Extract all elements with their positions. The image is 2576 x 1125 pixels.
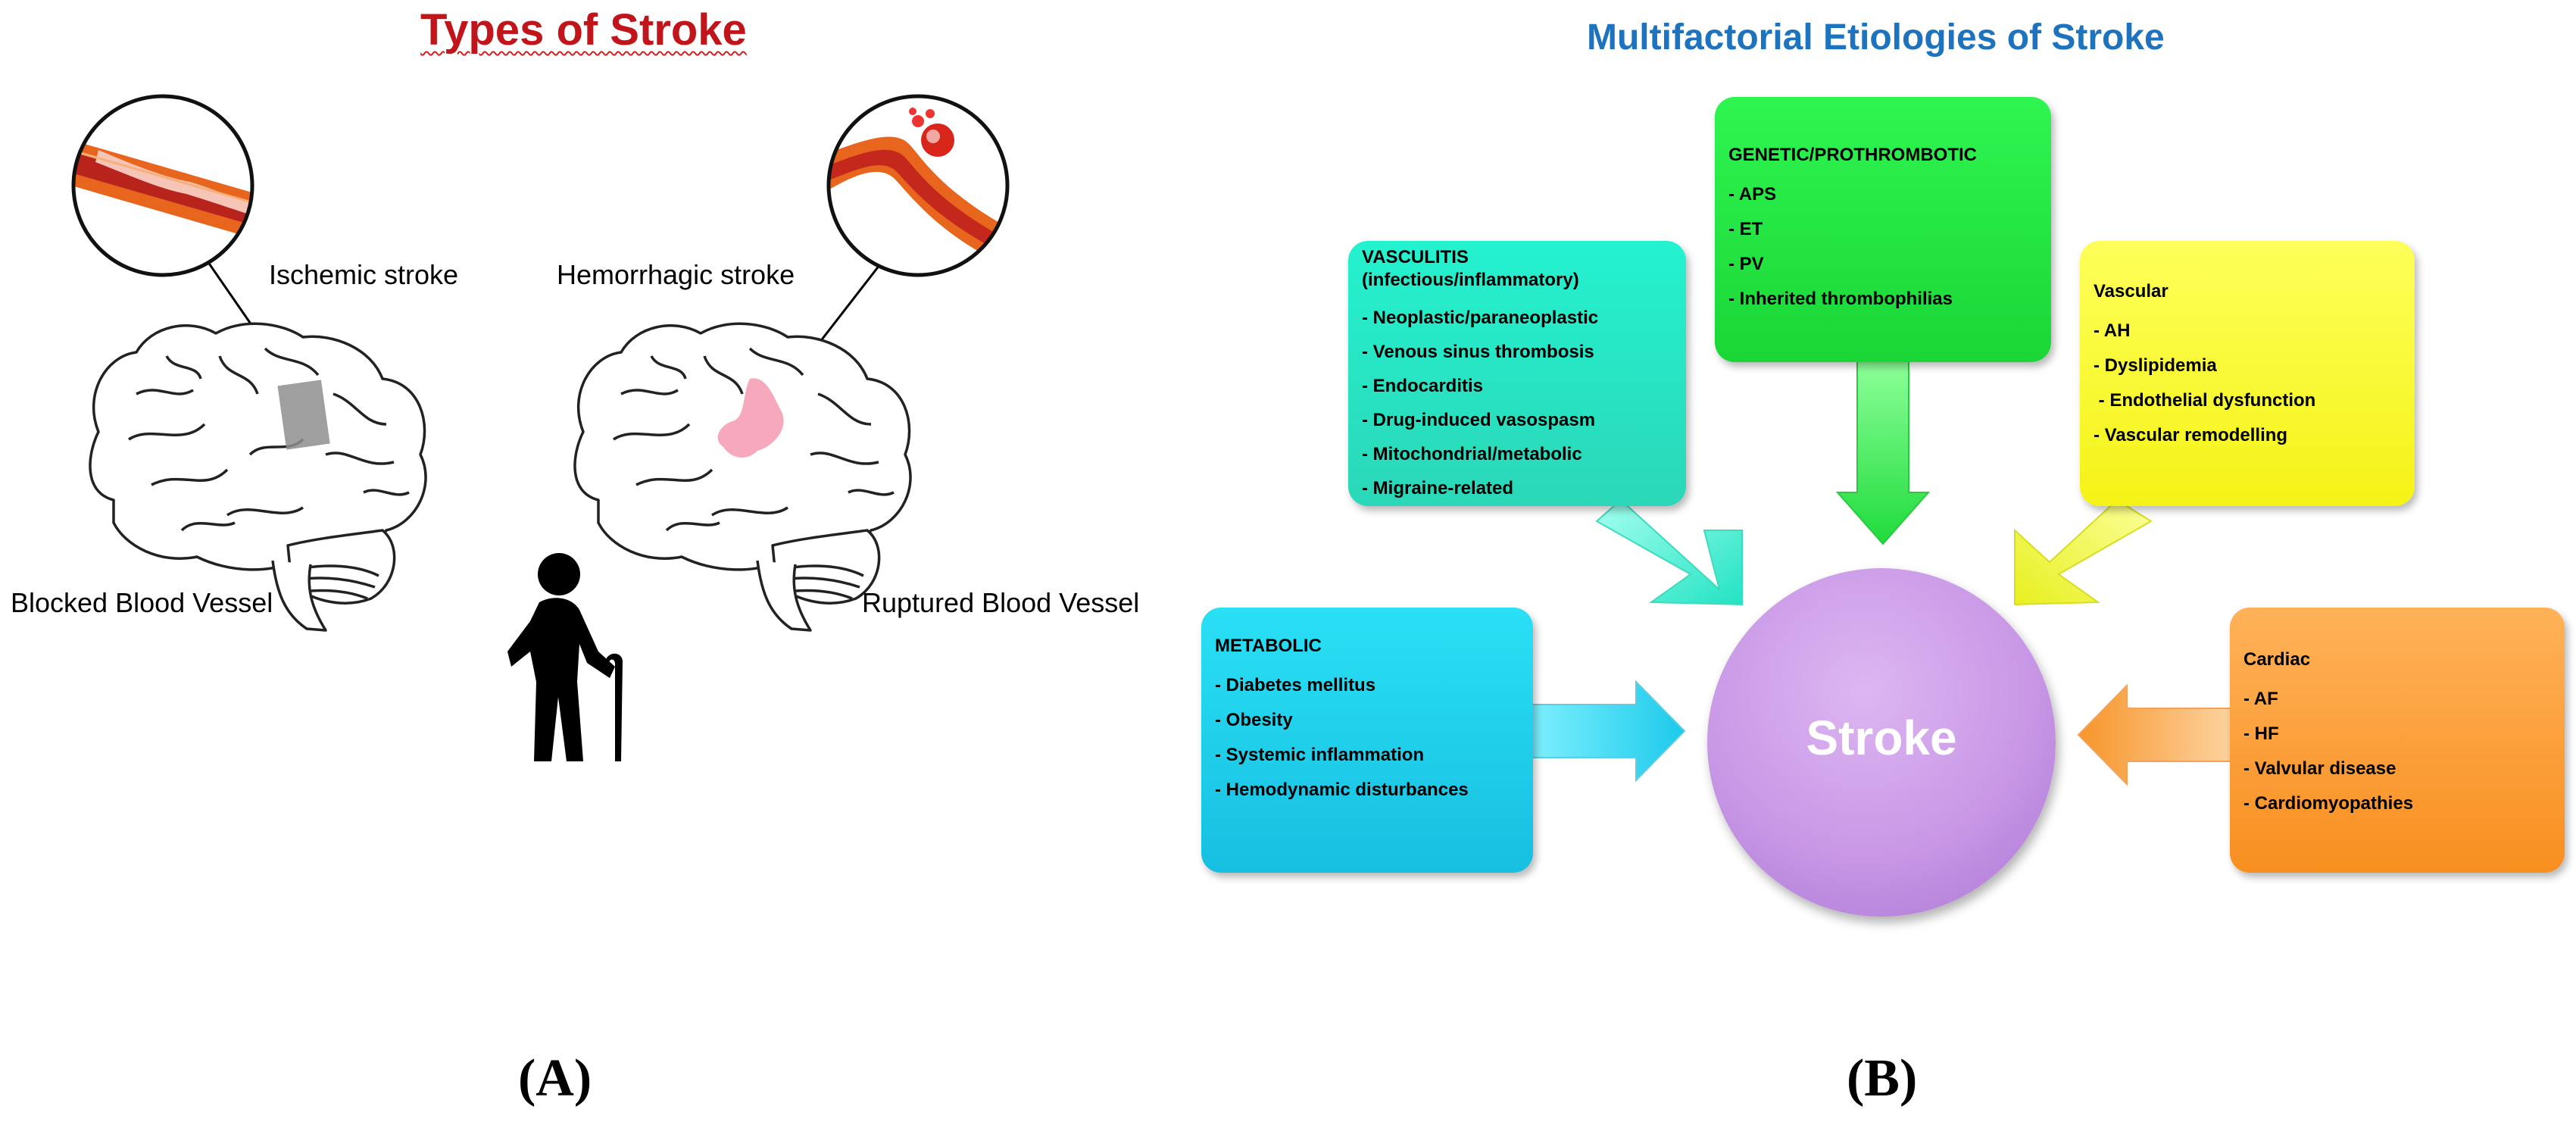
vasculitis-item: - Migraine-related — [1362, 478, 1514, 498]
genetic-item: - PV — [1728, 254, 1764, 274]
vasculitis-item: - Neoplastic/paraneoplastic — [1362, 308, 1599, 328]
vascular-item: - Dyslipidemia — [2094, 355, 2217, 376]
genetic-arrow — [1835, 360, 1931, 545]
stroke-center-node: Stroke — [1707, 568, 2056, 917]
cardiac-item: - AF — [2243, 689, 2278, 709]
metabolic-item: - Diabetes mellitus — [1215, 675, 1376, 695]
metabolic-box: METABOLIC - Diabetes mellitus - Obesity … — [1201, 608, 1533, 873]
vasculitis-item: - Endocarditis — [1362, 376, 1484, 396]
elderly-person-icon — [507, 553, 623, 761]
vasculitis-subheading-text: (infectious/inflammatory) — [1362, 270, 1579, 290]
caption-b: (B) — [1847, 1049, 1918, 1108]
genetic-item: - ET — [1728, 219, 1763, 239]
vascular-heading: Vascular — [2094, 281, 2169, 302]
cardiac-box: Cardiac - AF - HF - Valvular disease - C… — [2230, 608, 2565, 873]
metabolic-arrow — [1529, 680, 1686, 783]
vascular-item: - AH — [2094, 320, 2131, 341]
vascular-item: - Vascular remodelling — [2094, 425, 2288, 445]
ischemic-brain-icon — [89, 322, 427, 632]
hemorrhagic-brain-icon — [573, 322, 912, 632]
metabolic-item: - Obesity — [1215, 710, 1293, 730]
vasculitis-item: - Venous sinus thrombosis — [1362, 342, 1594, 362]
genetic-heading: GENETIC/PROTHROMBOTIC — [1728, 145, 1977, 165]
cardiac-item: - Cardiomyopathies — [2243, 793, 2414, 814]
metabolic-item: - Systemic inflammation — [1215, 745, 1425, 765]
panel-b-title: Multifactorial Etiologies of Stroke — [1587, 17, 2165, 58]
blocked-vessel-magnifier-icon — [71, 94, 254, 277]
panel-a-title-text: Types of Stroke — [420, 5, 747, 55]
vasculitis-arrow — [1595, 498, 1743, 606]
vasculitis-heading: VASCULITIS (infectious/inflammatory) — [1362, 246, 1672, 292]
vasculitis-item: - Mitochondrial/metabolic — [1362, 444, 1582, 464]
vasculitis-item: - Drug-induced vasospasm — [1362, 410, 1596, 430]
cardiac-arrow — [2077, 683, 2234, 786]
metabolic-heading: METABOLIC — [1215, 636, 1322, 656]
ruptured-blood-vessel-label: Ruptured Blood Vessel — [862, 587, 1140, 618]
ischemic-stroke-label: Ischemic stroke — [269, 259, 459, 290]
caption-a: (A) — [518, 1049, 592, 1108]
vasculitis-box: VASCULITIS (infectious/inflammatory) - N… — [1348, 241, 1686, 506]
genetic-item: - APS — [1728, 184, 1777, 205]
metabolic-item: - Hemodynamic disturbances — [1215, 780, 1469, 800]
vascular-box: Vascular - AH - Dyslipidemia - Endotheli… — [2080, 241, 2415, 506]
vascular-arrow — [2014, 498, 2153, 606]
cardiac-heading: Cardiac — [2243, 649, 2311, 670]
cardiac-item: - HF — [2243, 723, 2279, 744]
vasculitis-heading-text: VASCULITIS — [1362, 247, 1469, 267]
blocked-blood-vessel-label: Blocked Blood Vessel — [11, 587, 273, 618]
cardiac-item: - Valvular disease — [2243, 758, 2396, 779]
hemorrhagic-stroke-label: Hemorrhagic stroke — [557, 259, 795, 290]
stroke-center-label: Stroke — [1806, 711, 1957, 765]
panel-a-title: Types of Stroke — [420, 5, 747, 55]
genetic-prothrombotic-box: GENETIC/PROTHROMBOTIC - APS - ET - PV - … — [1715, 97, 2051, 362]
ruptured-vessel-magnifier-icon — [826, 94, 1010, 277]
genetic-item: - Inherited thrombophilias — [1728, 289, 1953, 309]
vascular-item: - Endothelial dysfunction — [2094, 390, 2316, 411]
